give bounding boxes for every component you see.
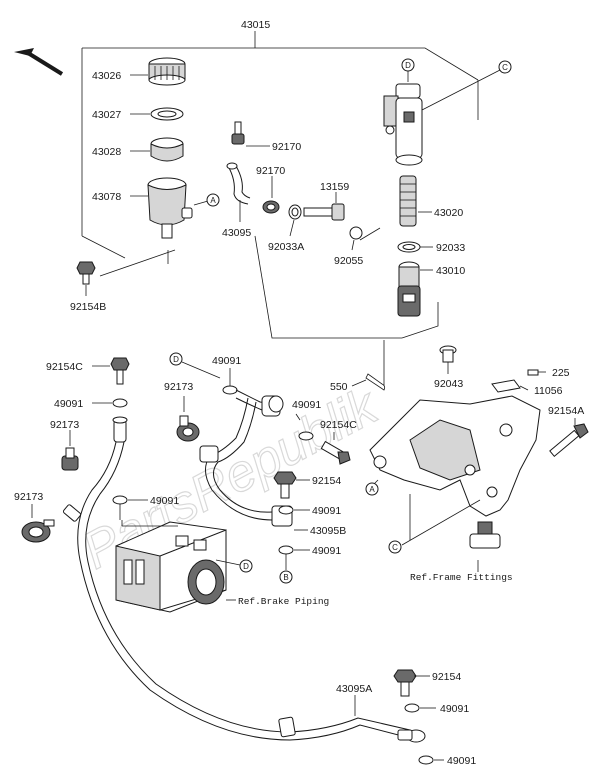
direction-arrow-icon xyxy=(14,48,64,76)
label-43095b: 43095B xyxy=(310,525,346,537)
ref-circle-b-label: B xyxy=(283,573,288,582)
label-49091-m2: 49091 xyxy=(312,505,341,517)
label-49091-mid: 49091 xyxy=(292,399,321,411)
diaphragm-43028 xyxy=(150,137,184,162)
ref-circle-d-mid xyxy=(169,352,183,366)
label-43028: 43028 xyxy=(92,146,121,158)
washer-49091-top xyxy=(222,385,238,395)
label-92154b: 92154B xyxy=(70,301,106,313)
label-49091-a: 49091 xyxy=(54,398,83,410)
piston-spring-43020 xyxy=(399,175,417,227)
piston-43010 xyxy=(397,261,421,317)
abs-unit xyxy=(115,521,227,613)
ref-circle-d-mid-label: D xyxy=(173,355,179,364)
pushrod-13159 xyxy=(303,203,345,221)
label-225: 225 xyxy=(552,367,570,379)
bolt-92154-mid xyxy=(273,471,297,499)
washer-49091-b1 xyxy=(404,703,420,713)
ref-circle-c-bottom xyxy=(388,540,402,554)
plate-43027 xyxy=(150,107,184,121)
ref-circle-d-top xyxy=(401,58,415,72)
clamp-92170-b xyxy=(262,200,280,214)
washer-49091-b2 xyxy=(418,755,434,765)
ref-circle-c-top-label: C xyxy=(502,63,508,72)
bolt-92154a xyxy=(549,423,589,458)
label-49091-left2: 49091 xyxy=(150,495,179,507)
washer-49091-a xyxy=(112,398,128,408)
label-49091-b1: 49091 xyxy=(440,703,469,715)
bolt-92154c-left xyxy=(110,357,130,385)
ring-92033a xyxy=(288,204,302,220)
reservoir-cap-43026 xyxy=(148,57,186,86)
label-49091-b2: 49091 xyxy=(447,755,476,767)
washer-49091-m3 xyxy=(278,545,294,555)
pin-92043 xyxy=(439,345,457,363)
washer-49091-mid xyxy=(298,431,314,441)
label-13159: 13159 xyxy=(320,181,349,193)
ref-circle-c-bottom-label: C xyxy=(392,543,398,552)
label-11056: 11056 xyxy=(534,385,563,397)
washer-49091-m2 xyxy=(278,505,294,515)
assembly-frame-43015 xyxy=(81,31,479,339)
ref-circle-a xyxy=(206,193,220,207)
ref-frame-fittings: Ref.Frame Fittings xyxy=(410,572,513,583)
label-43095: 43095 xyxy=(222,227,251,239)
bolt-92154b xyxy=(76,261,96,285)
hose-fitting-bottom xyxy=(397,729,426,743)
oring-92055 xyxy=(349,226,363,240)
label-92154-bottom: 92154 xyxy=(432,671,461,683)
ref-brake-piping: Ref.Brake Piping xyxy=(238,596,329,607)
ref-circle-d-abs-label: D xyxy=(243,562,249,571)
reservoir-43078 xyxy=(147,177,193,239)
hose-fitting-top xyxy=(261,395,284,417)
washer-49091-left2 xyxy=(112,495,128,505)
label-92170-a: 92170 xyxy=(272,141,301,153)
label-49091-top: 49091 xyxy=(212,355,241,367)
label-550: 550 xyxy=(330,381,348,393)
ref-circle-c-top xyxy=(498,60,512,74)
hose-fitting-left xyxy=(112,416,128,443)
label-92170-b: 92170 xyxy=(256,165,285,177)
clip-92173-c xyxy=(176,415,200,442)
cotter-pin-550 xyxy=(365,373,386,391)
label-49091-m3: 49091 xyxy=(312,545,341,557)
label-43020: 43020 xyxy=(434,207,463,219)
label-92033a: 92033A xyxy=(268,241,304,253)
ref-circle-d-top-label: D xyxy=(405,61,411,70)
label-43027: 43027 xyxy=(92,109,121,121)
ref-circle-a-label: A xyxy=(210,196,216,205)
label-92173-b: 92173 xyxy=(14,491,43,503)
label-92154c-left: 92154C xyxy=(46,361,83,373)
label-43010: 43010 xyxy=(436,265,465,277)
clip-11056 xyxy=(491,379,529,393)
label-43026: 43026 xyxy=(92,70,121,82)
ref-circle-a-bottom-label: A xyxy=(369,485,375,494)
label-92043: 92043 xyxy=(434,378,463,390)
label-92173-a: 92173 xyxy=(50,419,79,431)
ref-circle-a-bottom xyxy=(365,482,379,496)
label-92154c-mid: 92154C xyxy=(320,419,357,431)
bolt-92154-bottom xyxy=(393,669,417,697)
label-43078: 43078 xyxy=(92,191,121,203)
label-92173-c: 92173 xyxy=(164,381,193,393)
screw-225 xyxy=(527,369,546,376)
label-92154-mid: 92154 xyxy=(312,475,341,487)
frame-bracket xyxy=(369,395,541,549)
ref-circle-d-abs xyxy=(239,559,253,573)
clip-92173-a xyxy=(61,447,79,471)
label-92033: 92033 xyxy=(436,242,465,254)
label-43015: 43015 xyxy=(241,19,270,31)
label-92154a: 92154A xyxy=(548,405,584,417)
clip-92173-b xyxy=(21,519,55,543)
label-92055: 92055 xyxy=(334,255,363,267)
master-cylinder-body xyxy=(383,83,423,166)
ref-circle-b xyxy=(279,570,293,584)
clamp-92170-a xyxy=(231,121,245,145)
hose-43095a xyxy=(77,441,411,741)
label-43095a: 43095A xyxy=(336,683,372,695)
hose-43095 xyxy=(227,165,249,205)
bolt-92154c-mid xyxy=(320,440,351,465)
